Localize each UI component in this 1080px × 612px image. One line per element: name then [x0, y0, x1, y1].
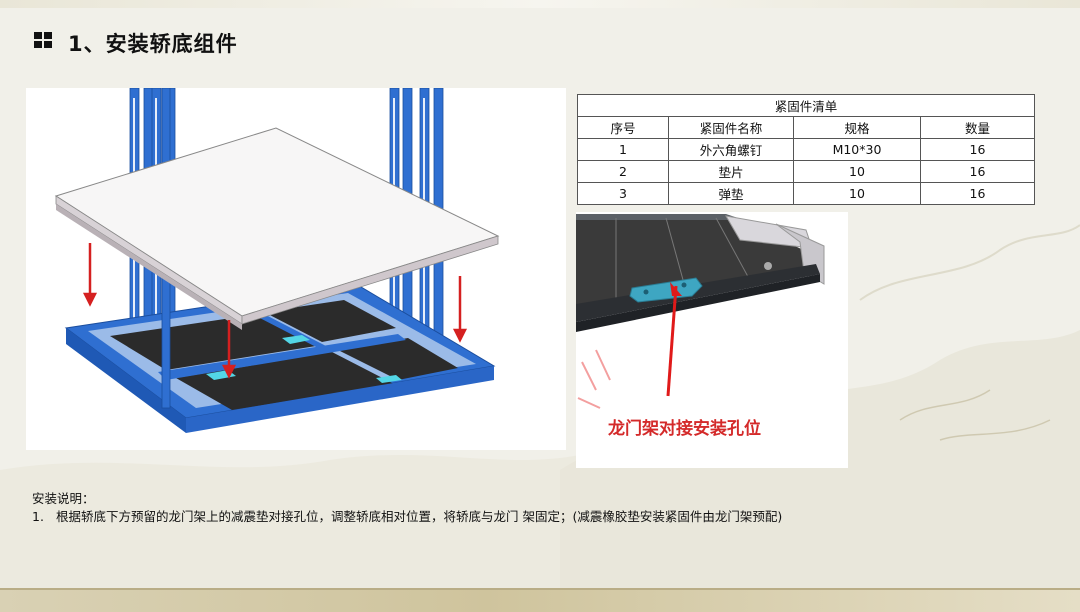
- table-cell: 垫片: [668, 160, 794, 183]
- table-cell: 弹垫: [668, 182, 794, 205]
- table-caption: 紧固件清单: [577, 94, 1035, 117]
- table-cell: 16: [920, 182, 1035, 205]
- table-cell: 3: [577, 182, 669, 205]
- footer-divider: [0, 588, 1080, 590]
- fastener-table: 紧固件清单 序号 紧固件名称 规格 数量 1 外六角螺钉 M10*30 16 2…: [577, 94, 1035, 205]
- column-header: 数量: [920, 116, 1035, 139]
- installation-notes: 安装说明： 1. 根据轿底下方预留的龙门架上的减震垫对接孔位，调整轿底相对位置，将…: [32, 490, 782, 525]
- page-title: 1、安装轿底组件: [68, 32, 238, 56]
- mounting-hole-detail-image: 龙门架对接安装孔位: [576, 212, 848, 468]
- car-bottom-assembly-image: [26, 87, 566, 450]
- detail-callout: 龙门架对接安装孔位: [607, 418, 761, 439]
- table-cell: 外六角螺钉: [668, 138, 794, 161]
- column-header: 序号: [577, 116, 669, 139]
- grid-squares-icon: [34, 32, 52, 48]
- table-row: 3 弹垫 10 16: [577, 182, 1035, 205]
- table-cell: 16: [920, 160, 1035, 183]
- table-cell: 2: [577, 160, 669, 183]
- footer-band: [0, 590, 1080, 612]
- table-row: 2 垫片 10 16: [577, 160, 1035, 183]
- table-cell: 10: [793, 160, 921, 183]
- column-header: 规格: [793, 116, 921, 139]
- list-item-number: 1.: [32, 509, 44, 524]
- table-header-row: 序号 紧固件名称 规格 数量: [577, 116, 1035, 139]
- list-item: 1. 根据轿底下方预留的龙门架上的减震垫对接孔位，调整轿底相对位置，将轿底与龙门 …: [32, 508, 782, 525]
- list-item-text: 根据轿底下方预留的龙门架上的减震垫对接孔位，调整轿底相对位置，将轿底与龙门 架固…: [56, 509, 783, 524]
- notes-heading: 安装说明：: [32, 491, 95, 506]
- top-band: [0, 0, 1080, 8]
- table-cell: 16: [920, 138, 1035, 161]
- table-cell: 10: [793, 182, 921, 205]
- column-header: 紧固件名称: [668, 116, 794, 139]
- table-cell: M10*30: [793, 138, 921, 161]
- table-cell: 1: [577, 138, 669, 161]
- table-row: 1 外六角螺钉 M10*30 16: [577, 138, 1035, 161]
